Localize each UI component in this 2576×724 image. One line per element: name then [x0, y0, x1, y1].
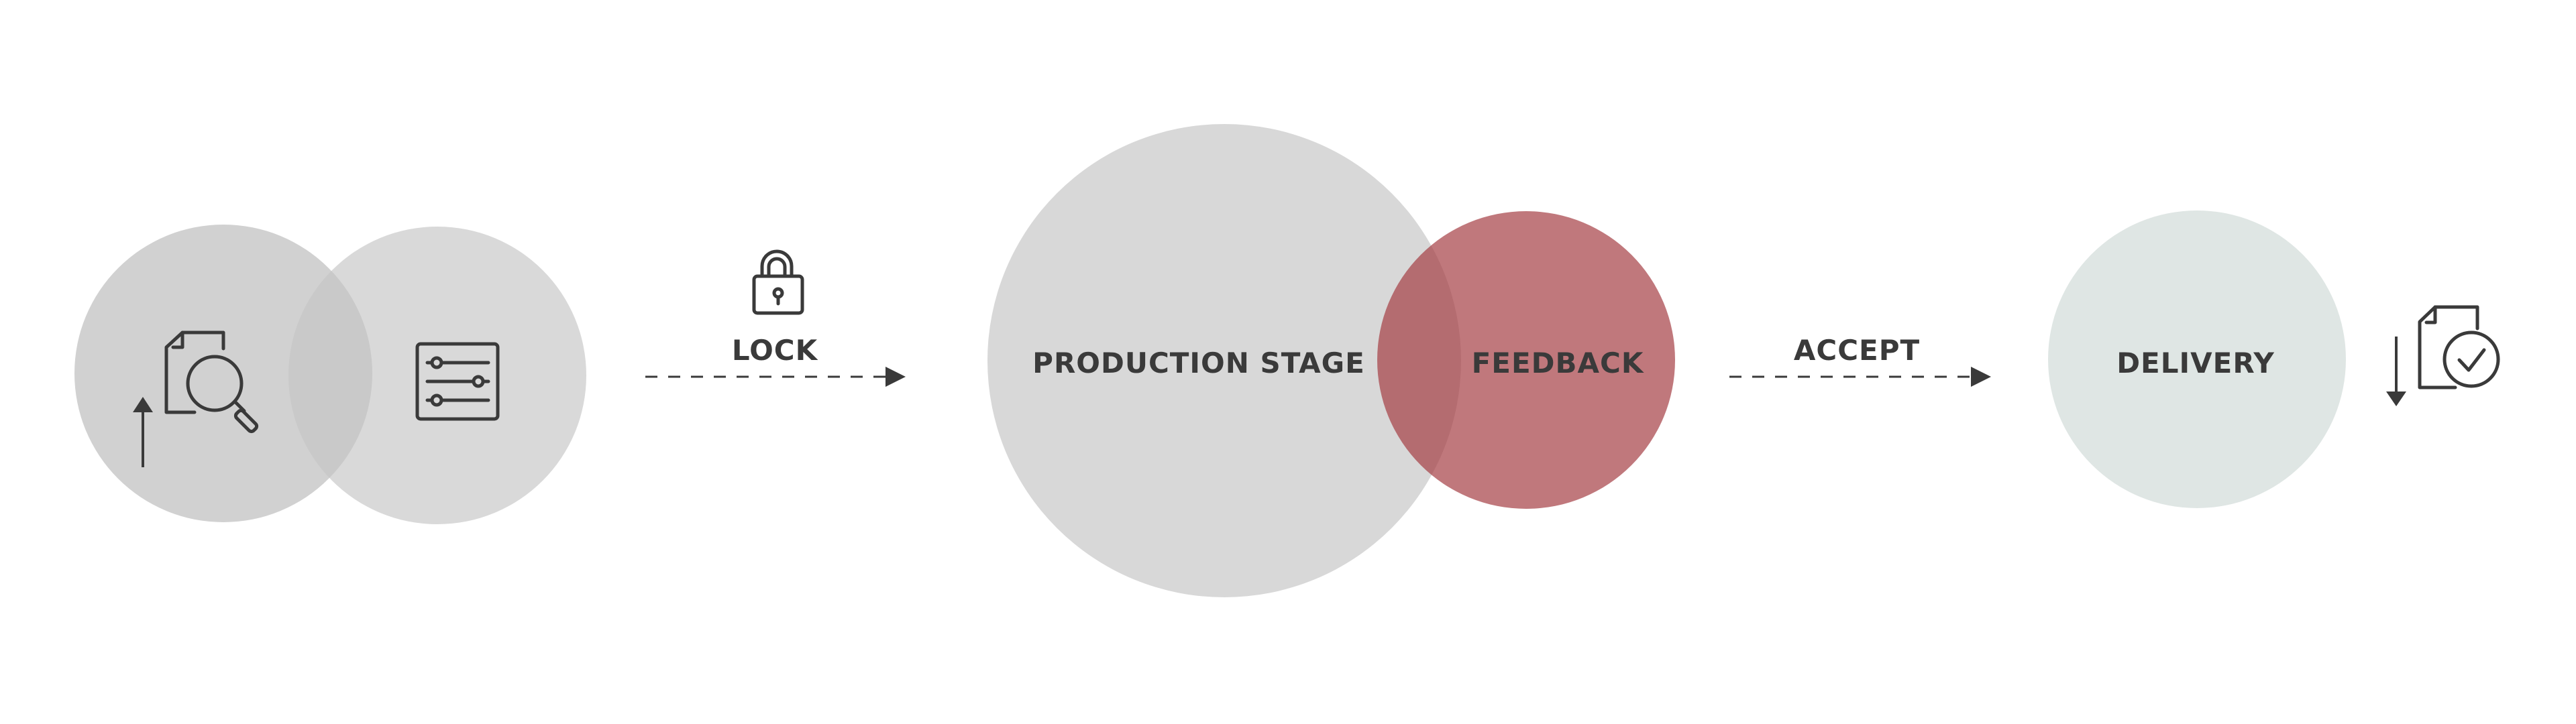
delivery-label: DELIVERY [2116, 347, 2275, 379]
production-stage-label: PRODUCTION STAGE [1032, 347, 1365, 379]
settings-sliders-icon [415, 342, 500, 421]
document-check-icon [2418, 305, 2500, 389]
production-stage-circle [987, 124, 1461, 597]
padlock-icon [752, 249, 804, 315]
lock-label: LOCK [732, 334, 818, 367]
feedback-circle [1377, 211, 1675, 509]
arrow-down-icon [2386, 337, 2406, 406]
accept-label: ACCEPT [1794, 334, 1920, 367]
feedback-label: FEEDBACK [1472, 347, 1644, 379]
delivery-circle [2048, 210, 2346, 508]
input-circle-right [288, 227, 586, 524]
arrow-up-icon [133, 397, 153, 467]
document-search-icon [164, 330, 259, 434]
input-circle-left [74, 225, 372, 522]
